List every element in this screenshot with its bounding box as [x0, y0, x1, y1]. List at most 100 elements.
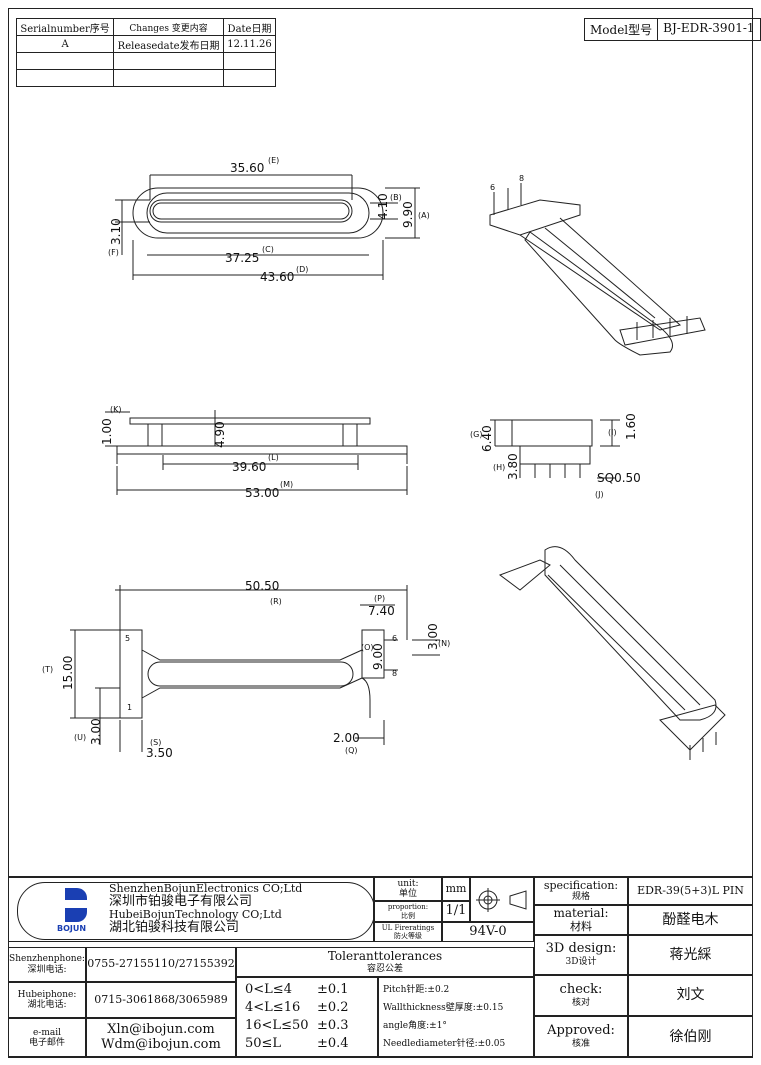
logo-text: BOJUN — [57, 924, 87, 933]
sz-phone-label-cn: 深圳电话: — [27, 964, 67, 975]
approved-label: Approved: — [547, 1023, 615, 1039]
hb-phone-label: Hubeiphone: — [17, 989, 77, 1000]
tol-note: Pitch针距:±0.2 — [383, 985, 450, 995]
dim-top-c: 37.25 — [225, 251, 259, 265]
dim-bottom-p: 7.40 — [368, 604, 395, 618]
dim-front-4: 53.00 — [245, 486, 279, 500]
dim-label-r: (R) — [270, 597, 282, 606]
dim-bottom-r: 50.50 — [245, 579, 279, 593]
unit-value: mm — [442, 877, 470, 901]
sz-phone: 0755-27155110/27155392 — [86, 947, 236, 982]
email-label: e-mail — [32, 1027, 62, 1038]
bottom-view — [70, 585, 440, 752]
hb-phone-label-cell: Hubeiphone: 湖北电话: — [8, 982, 86, 1018]
company-cell: BOJUN ShenzhenBojunElectronics CO;Ltd 深圳… — [8, 877, 375, 942]
outer-slot-outline — [132, 187, 384, 239]
iso-pin-6: 6 — [490, 183, 495, 192]
hb-phone-label-cn: 湖北电话: — [27, 1000, 67, 1010]
design-label-cn: 3D设计 — [565, 957, 597, 968]
dim-label-o: (O) — [361, 643, 374, 652]
material-label-cell: material: 材料 — [534, 905, 628, 935]
bottom-pin-8: 8 — [392, 669, 397, 678]
tol-notes: Pitch针距:±0.2 Wallthickness壁厚度:±0.15 angl… — [378, 977, 534, 1058]
dim-label-m: (M) — [280, 480, 293, 489]
tol-row: 16<L≤50±0.3 — [245, 1018, 349, 1033]
tol-row: 4<L≤16±0.2 — [245, 1000, 349, 1015]
unit-label-cn: 单位 — [398, 889, 417, 899]
company-name-en-1: ShenzhenBojunElectronics CO;Ltd — [109, 882, 303, 895]
tol-title-cn: 容忍公差 — [366, 963, 403, 974]
ul-value: 94V-0 — [442, 922, 534, 942]
model-box: Model型号 BJ-EDR-3901-1 — [584, 18, 761, 41]
dim-label-f: (F) — [108, 248, 119, 257]
dim-label-l: (L) — [268, 453, 279, 462]
approved-value: 徐伯刚 — [628, 1016, 753, 1058]
dim-bottom-u: 3.00 — [89, 718, 103, 745]
model-label: Model型号 — [585, 19, 659, 40]
ul-label-cn: 防火等级 — [394, 932, 422, 940]
check-value: 刘文 — [628, 975, 753, 1016]
spec-label-cell: specification: 规格 — [534, 877, 628, 905]
material-label: material: — [553, 905, 609, 920]
projection-symbol — [470, 877, 534, 922]
approved-label-cn: 核准 — [571, 1039, 590, 1050]
tol-note: Wallthickness壁厚度:±0.15 — [383, 1003, 504, 1013]
dim-top-d: 43.60 — [260, 270, 294, 284]
sz-phone-label-cell: Shenzhenphone: 深圳电话: — [8, 947, 86, 982]
email-2[interactable]: Wdm@ibojun.com — [101, 1037, 221, 1052]
bottom-pin-6: 6 — [392, 634, 397, 643]
dim-side-j: SQ0.50 — [597, 471, 641, 485]
spec-label-cn: 规格 — [571, 892, 590, 903]
email-1[interactable]: Xln@ibojun.com — [107, 1022, 215, 1038]
dim-label-b: (B) — [390, 193, 402, 202]
dim-label-g: (G) — [470, 430, 482, 439]
material-label-cn: 材料 — [570, 919, 592, 933]
technical-drawing: 35.60 (E) 4.10 (B) 9.90 (A) 3.10 (F) 37.… — [42, 156, 726, 760]
email-cell: Xln@ibojun.com Wdm@ibojun.com — [86, 1018, 236, 1058]
dim-bottom-o: 9.00 — [371, 643, 385, 670]
tol-note: angle角度:±1° — [383, 1021, 447, 1031]
projection-icon — [476, 887, 527, 912]
tol-ranges: 0<L≤4±0.1 4<L≤16±0.2 16<L≤50±0.3 50≤L±0.… — [236, 977, 378, 1058]
model-value: BJ-EDR-3901-1 — [663, 21, 755, 35]
bottom-pin-5: 5 — [125, 634, 130, 643]
drawing-frame — [8, 8, 753, 1057]
dim-top-a: 9.90 — [401, 201, 415, 228]
spec-label: specification: — [543, 878, 619, 892]
check-label: check: — [559, 981, 603, 997]
dim-label-a: (A) — [418, 211, 430, 220]
check-label-cn: 核对 — [571, 997, 590, 1008]
dim-label-t: (T) — [42, 665, 53, 674]
revision-table: Serialnumber序号 Changes 变更内容 Date日期 A Rel… — [15, 18, 276, 87]
core-slot-outline — [152, 202, 350, 220]
proportion-label: proportion: — [387, 903, 429, 912]
proportion-value: 1/1 — [442, 901, 470, 922]
dim-label-j: (J) — [595, 490, 604, 499]
rev-cell — [223, 69, 276, 87]
tol-row: 50≤L±0.4 — [245, 1036, 349, 1051]
dim-top-e: 35.60 — [230, 161, 264, 175]
dim-label-u: (U) — [74, 733, 86, 742]
dim-side-h: 3.80 — [506, 453, 520, 480]
dim-label-s: (S) — [150, 738, 161, 747]
dim-label-i: (I) — [608, 428, 617, 437]
dim-bottom-t: 15.00 — [61, 656, 75, 690]
design-value: 蒋光綵 — [628, 935, 753, 975]
ul-label-cell: UL Fireratings 防火等级 — [374, 922, 442, 942]
company-name-en-2: HubeiBojunTechnology CO;Ltd — [109, 908, 282, 921]
hb-phone: 0715-3061868/3065989 — [86, 982, 236, 1018]
front-view — [105, 410, 408, 495]
inner-slot-outline — [149, 199, 353, 223]
email-label-cell: e-mail 电子邮件 — [8, 1018, 86, 1058]
proportion-label-cn: 比例 — [401, 911, 415, 920]
dim-label-n: (N) — [438, 639, 450, 648]
dim-label-h: (H) — [493, 463, 505, 472]
unit-label: unit: — [397, 878, 419, 889]
sz-phone-label: Shenzhenphone: — [9, 954, 85, 965]
top-view — [115, 174, 420, 280]
dim-front-3: 39.60 — [232, 460, 266, 474]
company-logo: BOJUN — [57, 888, 97, 934]
dim-label-p: (P) — [374, 594, 385, 603]
iso-view-bottom — [498, 546, 726, 760]
dim-top-b: 4.10 — [376, 193, 390, 220]
